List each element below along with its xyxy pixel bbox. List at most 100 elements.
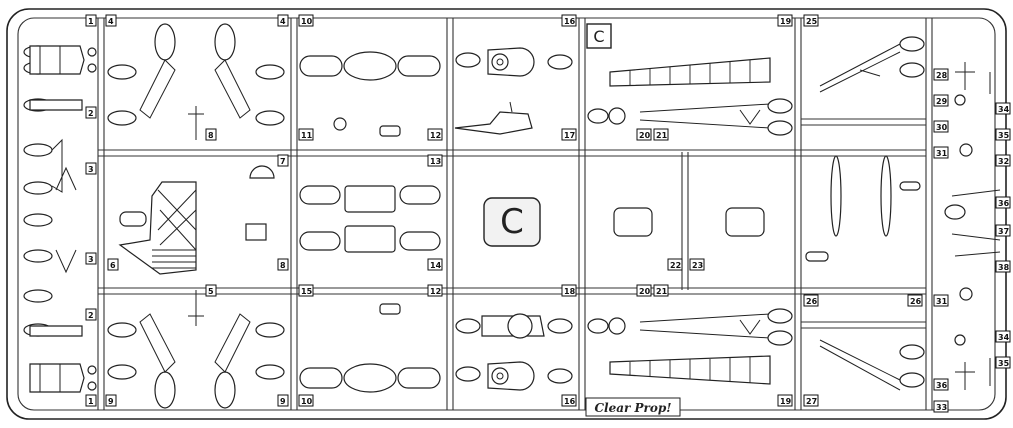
part-number-3: 3 bbox=[85, 162, 97, 175]
part-number-28: 28 bbox=[933, 68, 949, 81]
part-number-box bbox=[995, 128, 1011, 141]
part-number-box bbox=[933, 294, 949, 307]
rudder-frame-part bbox=[118, 165, 275, 275]
part-number-text: 30 bbox=[936, 123, 948, 132]
part-number-text: 21 bbox=[656, 131, 668, 140]
part-number-text: 2 bbox=[88, 109, 94, 118]
part-number-box bbox=[427, 284, 443, 297]
part-number-text: 12 bbox=[430, 287, 441, 296]
part-number-8: 8 bbox=[205, 128, 217, 141]
strut-parts bbox=[107, 23, 285, 409]
part-number-31: 31 bbox=[933, 294, 949, 307]
part-number-31: 31 bbox=[933, 146, 949, 159]
part-number-text: 3 bbox=[88, 255, 94, 264]
part-number-text: 1 bbox=[88, 17, 94, 26]
part-number-19: 19 bbox=[777, 14, 793, 27]
part-number-33: 33 bbox=[933, 400, 949, 413]
part-number-12: 12 bbox=[427, 284, 443, 297]
part-number-text: 10 bbox=[301, 397, 313, 406]
part-number-14: 14 bbox=[427, 258, 443, 271]
part-number-box bbox=[995, 102, 1011, 115]
elevator-and-strut-parts bbox=[587, 57, 793, 385]
part-number-box bbox=[689, 258, 705, 271]
part-number-box bbox=[277, 14, 289, 27]
part-number-text: 6 bbox=[110, 261, 116, 270]
part-number-23: 23 bbox=[689, 258, 705, 271]
part-number-box bbox=[427, 258, 443, 271]
part-number-21: 21 bbox=[653, 284, 669, 297]
part-number-box bbox=[667, 258, 683, 271]
part-number-box bbox=[561, 14, 577, 27]
part-number-37: 37 bbox=[995, 224, 1011, 237]
part-number-34: 34 bbox=[995, 330, 1011, 343]
part-number-text: 32 bbox=[998, 157, 1009, 166]
part-number-text: 22 bbox=[670, 261, 681, 270]
part-number-text: 27 bbox=[806, 397, 817, 406]
sprue-frame bbox=[6, 8, 1007, 420]
part-number-box bbox=[85, 162, 97, 175]
part-number-25: 25 bbox=[803, 14, 819, 27]
part-number-35: 35 bbox=[995, 356, 1011, 369]
part-number-text: 11 bbox=[301, 131, 313, 140]
sprue-inner-frame bbox=[17, 17, 996, 411]
part-number-22: 22 bbox=[667, 258, 683, 271]
part-number-text: 9 bbox=[280, 397, 286, 406]
part-number-text: 5 bbox=[208, 287, 214, 296]
part-number-box bbox=[107, 258, 119, 271]
part-number-labels: 1233214456657889910111213141512101617181… bbox=[85, 14, 1011, 413]
part-number-12: 12 bbox=[427, 128, 443, 141]
part-number-text: 35 bbox=[998, 359, 1010, 368]
part-number-1: 1 bbox=[85, 14, 97, 27]
part-number-box bbox=[995, 260, 1011, 273]
part-number-text: 18 bbox=[564, 287, 576, 296]
part-number-box bbox=[205, 128, 217, 141]
part-number-box bbox=[298, 394, 314, 407]
part-number-box bbox=[933, 120, 949, 133]
brand-name: Clear Prop! bbox=[594, 401, 671, 415]
small-detail-parts bbox=[944, 62, 1001, 390]
part-number-text: 4 bbox=[280, 17, 286, 26]
part-number-box bbox=[803, 294, 819, 307]
part-number-text: 12 bbox=[430, 131, 441, 140]
part-number-text: 16 bbox=[564, 397, 576, 406]
part-number-box bbox=[205, 284, 217, 297]
part-number-box bbox=[561, 128, 577, 141]
part-number-text: 2 bbox=[88, 311, 94, 320]
part-number-text: 14 bbox=[430, 261, 442, 270]
part-number-2: 2 bbox=[85, 308, 97, 321]
part-number-text: 13 bbox=[430, 157, 441, 166]
part-number-30: 30 bbox=[933, 120, 949, 133]
part-number-6: 6 bbox=[107, 258, 119, 271]
part-number-box bbox=[803, 14, 819, 27]
part-number-box bbox=[933, 378, 949, 391]
part-number-15: 15 bbox=[298, 284, 314, 297]
part-number-text: 19 bbox=[780, 397, 792, 406]
center-letter-badge: C bbox=[483, 197, 541, 247]
part-number-box bbox=[636, 128, 652, 141]
part-number-35: 35 bbox=[995, 128, 1011, 141]
part-number-box bbox=[933, 146, 949, 159]
part-number-16: 16 bbox=[561, 394, 577, 407]
part-number-box bbox=[995, 356, 1011, 369]
part-number-1: 1 bbox=[85, 394, 97, 407]
part-number-21: 21 bbox=[653, 128, 669, 141]
part-number-text: 17 bbox=[564, 131, 575, 140]
part-number-box bbox=[85, 308, 97, 321]
part-number-text: 23 bbox=[692, 261, 703, 270]
part-number-box bbox=[995, 196, 1011, 209]
part-number-text: 1 bbox=[88, 397, 94, 406]
part-number-20: 20 bbox=[636, 128, 652, 141]
part-number-text: 35 bbox=[998, 131, 1010, 140]
part-number-box bbox=[427, 128, 443, 141]
part-number-4: 4 bbox=[277, 14, 289, 27]
part-number-18: 18 bbox=[561, 284, 577, 297]
part-number-box bbox=[277, 394, 289, 407]
part-number-3: 3 bbox=[85, 252, 97, 265]
part-number-box bbox=[653, 128, 669, 141]
part-number-box bbox=[995, 330, 1011, 343]
part-number-box bbox=[85, 252, 97, 265]
part-number-box bbox=[298, 14, 314, 27]
part-number-box bbox=[85, 106, 97, 119]
part-number-7: 7 bbox=[277, 154, 289, 167]
